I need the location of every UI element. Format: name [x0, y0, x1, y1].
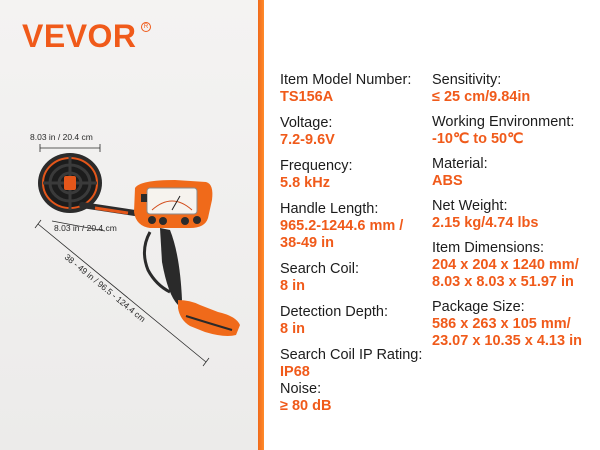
spec-noise: Noise: ≥ 80 dB: [280, 381, 430, 415]
spec-handle-length: Handle Length: 965.2-1244.6 mm / 38-49 i…: [280, 201, 430, 252]
spec-label: Item Model Number:: [280, 72, 412, 88]
spec-value: 5.8 kHz: [280, 175, 330, 191]
length-dimension: 38 - 49 in / 96.5 - 124.4 cm: [34, 219, 210, 367]
spec-label: Net Weight:: [432, 198, 508, 214]
spec-value: 204 x 204 x 1240 mm/ 8.03 x 8.03 x 51.97…: [432, 257, 579, 290]
spec-value: 2.15 kg/4.74 lbs: [432, 215, 539, 231]
spec-label: Voltage:: [280, 115, 333, 131]
spec-label: Detection Depth:: [280, 304, 389, 320]
spec-label: Search Coil:: [280, 261, 359, 277]
brand-logo: VEVOR: [22, 18, 137, 54]
spec-label: Package Size:: [432, 299, 525, 315]
metal-detector-illustration: 8.03 in / 20.4 cm 8.03 in / 20.4 cm: [30, 132, 240, 367]
spec-value: 8 in: [280, 278, 305, 294]
spec-label: Search Coil IP Rating:: [280, 347, 423, 363]
spec-value: ≥ 80 dB: [280, 398, 332, 414]
spec-value: 965.2-1244.6 mm / 38-49 in: [280, 218, 404, 251]
spec-value: 8 in: [280, 321, 305, 337]
spec-label: Handle Length:: [280, 201, 379, 217]
spec-value: ABS: [432, 173, 463, 189]
spec-value: 586 x 263 x 105 mm/ 23.07 x 10.35 x 4.13…: [432, 316, 582, 349]
spec-value: TS156A: [280, 89, 334, 105]
spec-label: Frequency:: [280, 158, 353, 174]
coil-depth-dimension: 8.03 in / 20.4 cm: [51, 220, 117, 233]
length-label: 38 - 49 in / 96.5 - 124.4 cm: [63, 252, 148, 324]
spec-value: -10℃ to 50℃: [432, 131, 524, 147]
coil-width-label: 8.03 in / 20.4 cm: [30, 132, 93, 142]
spec-net-weight: Net Weight: 2.15 kg/4.74 lbs: [432, 198, 600, 232]
spec-label: Item Dimensions:: [432, 240, 545, 256]
search-coil: [38, 153, 102, 213]
spec-sensitivity: Sensitivity: ≤ 25 cm/9.84in: [432, 72, 600, 106]
spec-detection-depth: Detection Depth: 8 in: [280, 304, 430, 338]
spec-search-coil: Search Coil: 8 in: [280, 261, 430, 295]
spec-ip-rating: Search Coil IP Rating: IP68: [280, 347, 430, 381]
spec-label: Working Environment:: [432, 114, 575, 130]
detector-handle: [143, 228, 240, 336]
product-image-panel: [0, 0, 258, 450]
spec-value: IP68: [280, 364, 310, 380]
spec-model-number: Item Model Number: TS156A: [280, 72, 430, 106]
spec-value: ≤ 25 cm/9.84in: [432, 89, 531, 105]
spec-frequency: Frequency: 5.8 kHz: [280, 158, 430, 192]
coil-depth-label: 8.03 in / 20.4 cm: [54, 223, 117, 233]
orange-divider: [258, 0, 264, 450]
specs-left-column: Item Model Number: TS156A Voltage: 7.2-9…: [280, 72, 430, 424]
specs-right-column: Sensitivity: ≤ 25 cm/9.84in Working Envi…: [432, 72, 600, 358]
spec-package-size: Package Size: 586 x 263 x 105 mm/ 23.07 …: [432, 299, 600, 350]
spec-label: Noise:: [280, 381, 322, 397]
spec-label: Material:: [432, 156, 488, 172]
registered-mark: R: [141, 22, 151, 32]
spec-item-dimensions: Item Dimensions: 204 x 204 x 1240 mm/ 8.…: [432, 240, 600, 291]
control-box: [134, 180, 213, 228]
spec-material: Material: ABS: [432, 156, 600, 190]
coil-width-dimension: 8.03 in / 20.4 cm: [30, 132, 101, 152]
spec-working-environment: Working Environment: -10℃ to 50℃: [432, 114, 600, 148]
spec-value: 7.2-9.6V: [280, 132, 335, 148]
spec-voltage: Voltage: 7.2-9.6V: [280, 115, 430, 149]
spec-label: Sensitivity:: [432, 72, 502, 88]
